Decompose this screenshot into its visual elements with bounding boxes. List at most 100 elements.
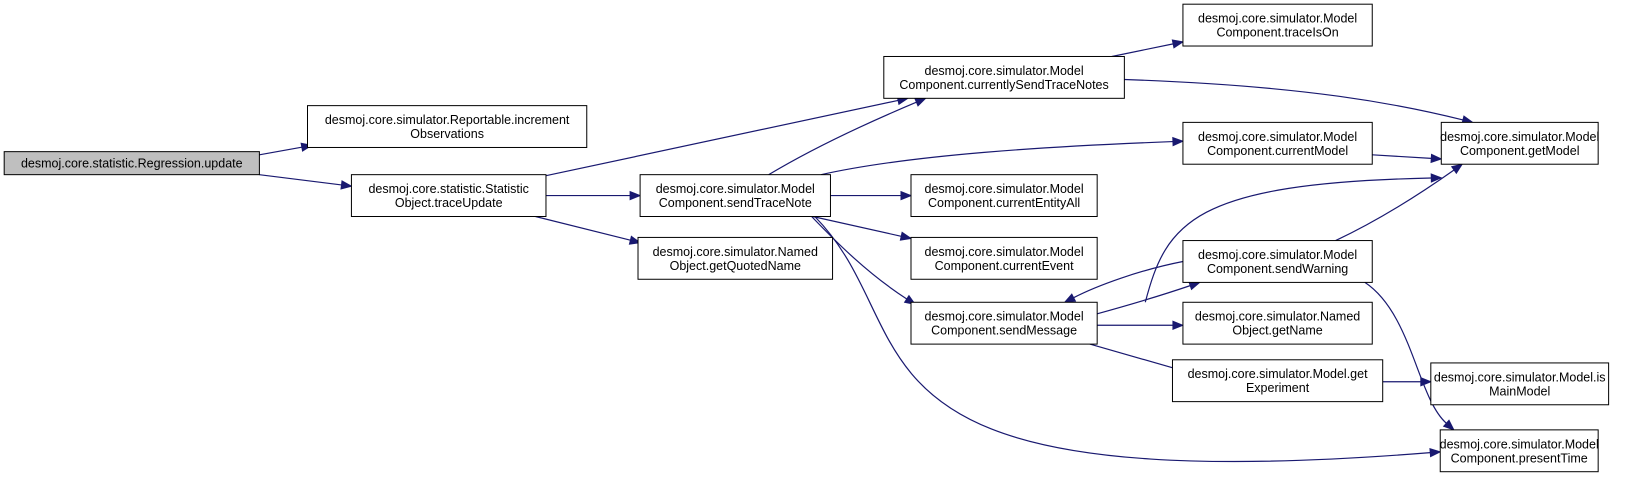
node-label-line: Component.sendMessage <box>931 324 1077 338</box>
arrowhead-icon <box>1420 377 1433 387</box>
edge-send-trace-note-to-present-time <box>814 216 1442 463</box>
node-label-line: Object.getQuotedName <box>670 259 801 273</box>
edge-send-warning-to-send-message <box>1063 260 1184 303</box>
edge-currently-send-trace-notes-to-trace-is-on <box>1111 39 1185 58</box>
node-get-experiment[interactable]: desmoj.core.simulator.Model.getExperimen… <box>1171 359 1384 403</box>
edge-line <box>1073 260 1184 299</box>
node-box <box>639 174 831 218</box>
node-label-line: desmoj.core.statistic.Statistic <box>368 182 528 196</box>
edge-line <box>812 215 902 237</box>
node-get-quoted-name[interactable]: desmoj.core.simulator.NamedObject.getQuo… <box>637 236 834 280</box>
node-label-line: desmoj.core.simulator.Model <box>656 182 815 196</box>
node-label-line: desmoj.core.simulator.Model <box>925 245 1084 259</box>
node-label-line: desmoj.core.simulator.Model <box>1198 130 1357 144</box>
arrowhead-icon <box>1442 419 1455 431</box>
edges-layer <box>259 39 1474 463</box>
node-label-line: desmoj.core.simulator.Model <box>925 64 1084 78</box>
node-regression-update[interactable]: desmoj.core.statistic.Regression.update <box>3 151 260 176</box>
node-label-line: desmoj.core.simulator.Model <box>925 182 1084 196</box>
node-label-line: desmoj.core.simulator.Model <box>1440 437 1599 451</box>
node-box <box>1440 121 1599 165</box>
edge-send-trace-note-to-current-entity-all <box>830 190 913 201</box>
edge-line <box>1124 78 1464 121</box>
arrowhead-icon <box>629 190 642 201</box>
node-box <box>1182 121 1373 165</box>
edge-line <box>768 101 917 176</box>
edge-send-message-to-get-model <box>1144 173 1443 303</box>
edge-line <box>259 146 302 156</box>
node-label-line: Observations <box>410 127 484 141</box>
node-trace-update[interactable]: desmoj.core.statistic.StatisticObject.tr… <box>350 174 547 218</box>
node-box <box>3 151 260 176</box>
edge-trace-update-to-send-trace-note <box>545 190 642 201</box>
node-label-line: Component.traceIsOn <box>1216 26 1338 40</box>
node-currently-send-trace-notes[interactable]: desmoj.core.simulator.ModelComponent.cur… <box>883 55 1125 99</box>
edge-send-warning-to-get-model <box>1335 163 1464 242</box>
arrowhead-icon <box>1450 163 1464 175</box>
node-box <box>1182 301 1373 345</box>
node-label-line: desmoj.core.simulator.Model.get <box>1188 367 1368 381</box>
node-current-event[interactable]: desmoj.core.simulator.ModelComponent.cur… <box>910 236 1098 280</box>
node-current-entity-all[interactable]: desmoj.core.simulator.ModelComponent.cur… <box>910 174 1098 218</box>
arrowhead-icon <box>899 231 913 241</box>
node-label-line: desmoj.core.simulator.Model.is <box>1434 370 1606 384</box>
arrowhead-icon <box>1429 447 1442 458</box>
node-label-line: Component.presentTime <box>1451 451 1588 465</box>
node-send-trace-note[interactable]: desmoj.core.simulator.ModelComponent.sen… <box>639 174 831 218</box>
node-box <box>1171 359 1384 403</box>
node-label-line: desmoj.core.simulator.Named <box>1195 310 1360 324</box>
edge-send-trace-note-to-current-event <box>812 215 913 241</box>
edge-line <box>535 215 631 241</box>
node-box <box>637 236 834 280</box>
arrowhead-icon <box>1430 173 1443 183</box>
node-box <box>910 236 1098 280</box>
edge-line <box>1372 154 1432 159</box>
nodes-layer: desmoj.core.statistic.Regression.update d… <box>3 3 1610 473</box>
node-label-line: Component.sendTraceNote <box>659 196 812 210</box>
node-box <box>1430 362 1610 406</box>
node-label-line: Object.traceUpdate <box>395 196 503 210</box>
edge-currently-send-trace-notes-to-get-model <box>1124 78 1474 125</box>
edge-line <box>545 99 899 177</box>
edge-current-model-to-get-model <box>1372 153 1443 164</box>
node-label-line: MainModel <box>1489 384 1550 398</box>
node-box <box>1439 429 1599 473</box>
edge-line <box>259 174 342 186</box>
arrowhead-icon <box>1430 153 1443 164</box>
node-trace-is-on[interactable]: desmoj.core.simulator.ModelComponent.tra… <box>1182 3 1373 47</box>
arrowhead-icon <box>1172 136 1185 147</box>
node-box <box>1182 240 1373 283</box>
edge-trace-update-to-currently-send-trace-notes <box>545 95 910 177</box>
arrowhead-icon <box>1063 293 1077 303</box>
node-label-line: Experiment <box>1246 381 1310 395</box>
node-box <box>350 174 547 218</box>
edge-line <box>1097 285 1191 315</box>
node-present-time[interactable]: desmoj.core.simulator.ModelComponent.pre… <box>1439 429 1599 473</box>
node-box <box>883 55 1125 99</box>
node-increment-observations[interactable]: desmoj.core.simulator.Reportable.increme… <box>307 105 588 148</box>
node-label-line: Component.currentlySendTraceNotes <box>899 78 1108 92</box>
node-current-model[interactable]: desmoj.core.simulator.ModelComponent.cur… <box>1182 121 1373 165</box>
node-get-name[interactable]: desmoj.core.simulator.NamedObject.getNam… <box>1182 301 1373 345</box>
arrowhead-icon <box>1171 39 1185 49</box>
node-label-line: Component.currentEntityAll <box>928 196 1080 210</box>
edge-line <box>820 140 1173 176</box>
arrowhead-icon <box>628 235 642 245</box>
edge-send-message-to-get-name <box>1097 320 1185 331</box>
node-send-message[interactable]: desmoj.core.simulator.ModelComponent.sen… <box>910 301 1098 345</box>
node-label-line: Component.currentModel <box>1207 144 1348 158</box>
node-label-line: Component.currentEvent <box>935 259 1074 273</box>
edge-regression-update-to-increment-observations <box>259 142 314 156</box>
arrowhead-icon <box>1172 320 1185 331</box>
edge-line <box>811 216 908 300</box>
edge-send-trace-note-to-currently-send-trace-notes <box>768 97 927 176</box>
node-label-line: desmoj.core.simulator.Model <box>1440 130 1599 144</box>
edge-line <box>1089 343 1183 372</box>
node-send-warning[interactable]: desmoj.core.simulator.ModelComponent.sen… <box>1182 240 1373 283</box>
edge-send-warning-to-present-time <box>1364 281 1455 431</box>
node-get-model[interactable]: desmoj.core.simulator.ModelComponent.get… <box>1440 121 1599 165</box>
node-label-line: desmoj.core.simulator.Reportable.increme… <box>325 113 570 127</box>
